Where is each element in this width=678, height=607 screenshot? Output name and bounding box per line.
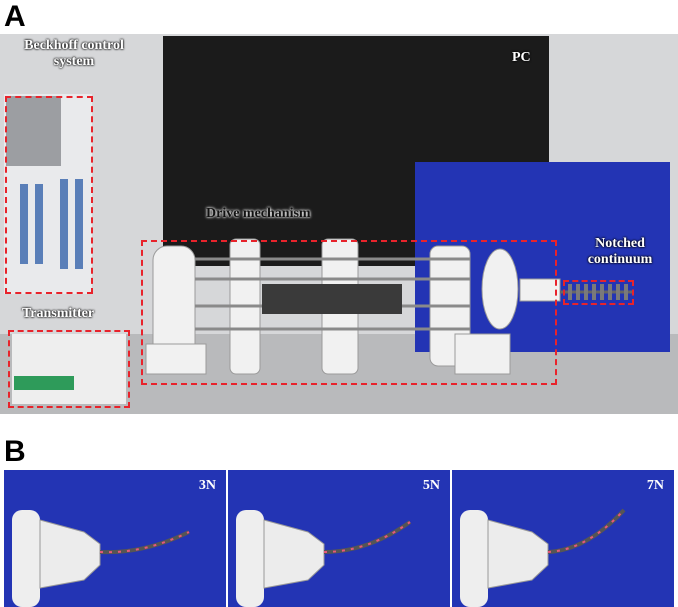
beckhoff-highlight-box (5, 96, 93, 294)
force-7n-label: 7N (646, 478, 664, 493)
notched-continuum-highlight-box (563, 280, 634, 305)
transmitter-box (12, 334, 126, 404)
force-3n-label: 3N (198, 478, 216, 493)
pc-label: PC (512, 50, 531, 65)
drive-mechanism-label: Drive mechanism (206, 206, 311, 221)
loading-test-row: 3N 5N 7N (0, 470, 678, 607)
force-5n-label: 5N (422, 478, 440, 493)
continuum-bend-illustration (4, 470, 226, 607)
loading-photo-3n: 3N (4, 470, 226, 607)
setup-illustration (0, 34, 678, 414)
drive-mechanism-highlight-box (141, 240, 557, 385)
continuum-bend-illustration (228, 470, 450, 607)
continuum-bend-illustration (452, 470, 674, 607)
notched-continuum-label: Notched continuum (587, 236, 653, 268)
loading-photo-5n: 5N (228, 470, 450, 607)
panel-a-letter: A (4, 0, 26, 33)
beckhoff-label: Beckhoff control system (24, 38, 124, 70)
panel-b-letter: B (4, 435, 26, 468)
transmitter-label: Transmitter (22, 306, 95, 321)
transmitter-highlight-box (8, 330, 130, 408)
experimental-setup-photo: Beckhoff control system PC Drive mechani… (0, 34, 678, 414)
loading-photo-7n: 7N (452, 470, 674, 607)
